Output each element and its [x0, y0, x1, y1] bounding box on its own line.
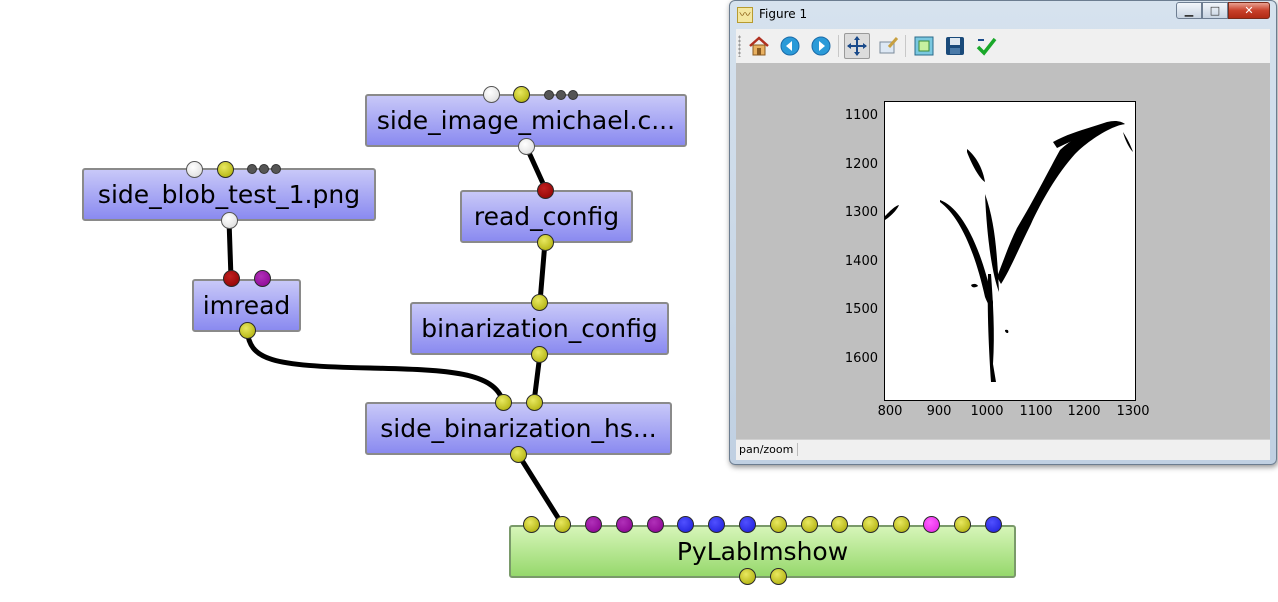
node-imread-output-port[interactable] [239, 322, 256, 339]
x-tick-label: 1100 [1019, 404, 1053, 419]
home-icon [749, 36, 769, 56]
matplotlib-icon: 〰 [737, 7, 753, 23]
figure-title: Figure 1 [759, 7, 808, 21]
figure-titlebar[interactable]: 〰 Figure 1 ▁ □ ✕ [730, 1, 1276, 29]
x-tick-label: 1000 [970, 404, 1004, 419]
node-pylab-input-port[interactable] [554, 516, 571, 533]
node-side-binarization-output-port[interactable] [510, 446, 527, 463]
node-pylab-input-port[interactable] [585, 516, 602, 533]
forward-button[interactable] [808, 33, 834, 59]
pan-button[interactable] [844, 33, 870, 59]
node-pylab-input-port[interactable] [677, 516, 694, 533]
edit-check-icon [976, 37, 997, 56]
node-pylab-input-port[interactable] [647, 516, 664, 533]
node-imread[interactable]: imread [192, 279, 301, 332]
zoom-button[interactable] [875, 33, 901, 59]
x-tick-label: 900 [926, 404, 952, 419]
node-pylab-imshow[interactable]: PyLabImshow [509, 525, 1016, 578]
node-side-image-hidden-port [544, 90, 554, 100]
node-side-binarization-input-port[interactable] [526, 394, 543, 411]
toolbar-separator [838, 35, 839, 57]
node-binarization-config-input-port[interactable] [531, 294, 548, 311]
edit-button[interactable] [973, 33, 999, 59]
node-pylab-input-port[interactable] [523, 516, 540, 533]
node-pylab-input-port[interactable] [954, 516, 971, 533]
node-pylab-input-port[interactable] [923, 516, 940, 533]
save-button[interactable] [942, 33, 968, 59]
node-side-image-input-port[interactable] [513, 86, 530, 103]
y-tick-label: 1600 [844, 351, 878, 366]
node-pylab-input-port[interactable] [862, 516, 879, 533]
node-pylab-input-port[interactable] [616, 516, 633, 533]
node-pylab-input-port[interactable] [770, 516, 787, 533]
node-pylab-input-port[interactable] [985, 516, 1002, 533]
zoom-icon [879, 37, 899, 54]
node-pylab-output-port[interactable] [770, 568, 787, 585]
node-side-image-label: side_image_michael.c... [376, 106, 676, 135]
plot-axes[interactable] [884, 101, 1136, 401]
wire-side-binarization-to-pylab [515, 451, 565, 527]
node-side-blob-hidden-port [271, 164, 281, 174]
node-read-config-label: read_config [473, 202, 620, 231]
node-pylab-input-port[interactable] [739, 516, 756, 533]
node-pylab-input-port[interactable] [893, 516, 910, 533]
node-side-blob-label: side_blob_test_1.png [97, 180, 361, 209]
node-side-image-output-port[interactable] [518, 138, 535, 155]
node-side-blob-input-port[interactable] [186, 161, 203, 178]
toolbar-separator [905, 35, 906, 57]
x-tick-label: 1200 [1067, 404, 1101, 419]
pan-icon [847, 36, 867, 56]
status-text: pan/zoom [739, 443, 799, 456]
node-side-image-hidden-port [556, 90, 566, 100]
node-imread-label: imread [202, 291, 291, 320]
subplots-icon [914, 36, 934, 56]
node-read-config-input-port[interactable] [537, 182, 554, 199]
node-imread-input-port[interactable] [223, 270, 240, 287]
node-side-blob-output-port[interactable] [221, 212, 238, 229]
wire-imread-to-side-binarization [244, 327, 506, 405]
figure-toolbar [736, 29, 1270, 64]
plant-silhouette-image [885, 120, 1133, 382]
y-tick-label: 1100 [844, 108, 878, 123]
node-pylab-input-port[interactable] [831, 516, 848, 533]
node-pylab-input-port[interactable] [801, 516, 818, 533]
y-tick-label: 1400 [844, 254, 878, 269]
wire-read-config-to-binarization-config [537, 239, 548, 305]
node-side-binarization-input-port[interactable] [495, 394, 512, 411]
figure-canvas[interactable]: 1100 1200 1300 1400 1500 1600 800 900 10… [736, 63, 1270, 439]
figure-window[interactable]: 〰 Figure 1 ▁ □ ✕ [729, 0, 1277, 465]
back-button[interactable] [777, 33, 803, 59]
figure-statusbar: pan/zoom [736, 439, 1270, 460]
minimize-button[interactable]: ▁ [1176, 2, 1202, 19]
node-read-config-output-port[interactable] [537, 234, 554, 251]
close-button[interactable]: ✕ [1228, 2, 1270, 19]
node-side-blob-hidden-port [247, 164, 257, 174]
node-side-binarization-label: side_binarization_hs... [380, 414, 657, 443]
node-pylab-imshow-label: PyLabImshow [676, 537, 849, 566]
x-tick-label: 1300 [1116, 404, 1150, 419]
node-binarization-config-output-port[interactable] [531, 346, 548, 363]
node-binarization-config-label: binarization_config [421, 314, 658, 343]
save-icon [946, 37, 964, 55]
node-pylab-output-port[interactable] [739, 568, 756, 585]
node-side-blob-hidden-port [259, 164, 269, 174]
y-tick-label: 1500 [844, 302, 878, 317]
x-tick-label: 800 [877, 404, 903, 419]
toolbar-grip[interactable] [738, 35, 741, 57]
y-tick-label: 1200 [844, 157, 878, 172]
subplots-button[interactable] [911, 33, 937, 59]
home-button[interactable] [746, 33, 772, 59]
back-icon [780, 36, 800, 56]
node-pylab-input-port[interactable] [708, 516, 725, 533]
forward-icon [811, 36, 831, 56]
node-side-image-input-port[interactable] [483, 86, 500, 103]
node-side-blob-input-port[interactable] [217, 161, 234, 178]
node-imread-input-port[interactable] [254, 270, 271, 287]
maximize-button[interactable]: □ [1202, 2, 1228, 19]
y-tick-label: 1300 [844, 205, 878, 220]
node-side-image-hidden-port [568, 90, 578, 100]
wire-side-blob-to-imread [226, 217, 234, 281]
